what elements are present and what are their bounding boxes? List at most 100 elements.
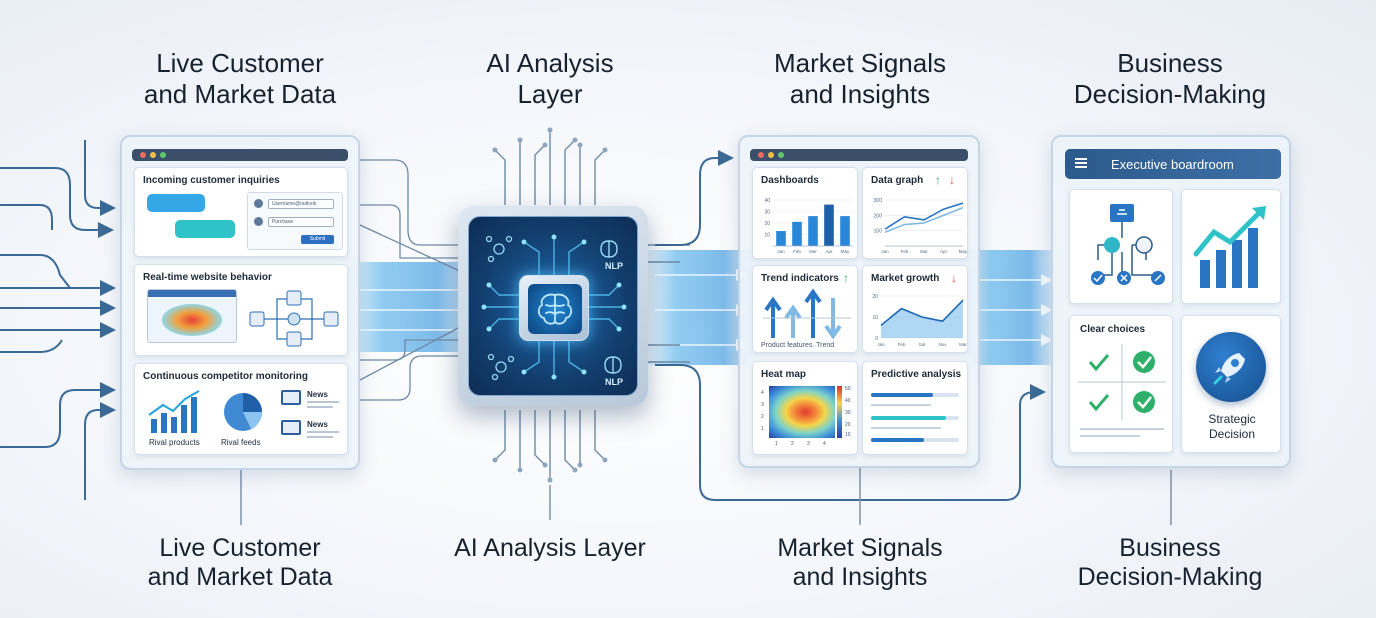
x-tick-label: May xyxy=(959,249,967,254)
column-title-decision: Business Decision-Making xyxy=(1073,48,1267,109)
website-card: Real-time website behavior xyxy=(134,264,348,356)
column-title-signals: Market Signals and Insights xyxy=(774,48,946,109)
area-line xyxy=(880,299,964,327)
heat-x-0: 1 xyxy=(775,441,778,447)
trend-arrows xyxy=(763,288,851,340)
inquiries-title: Incoming customer inquiries xyxy=(143,175,280,186)
heat-y-0: 4 xyxy=(761,390,764,396)
trend-caption: Product features. Trend xyxy=(761,342,835,349)
y-tick-label: 30 xyxy=(764,210,770,216)
news-icon xyxy=(281,390,301,405)
heatmap-plot xyxy=(769,386,835,438)
column-footer-decision: Business Decision-Making xyxy=(1077,534,1263,591)
series-line-2 xyxy=(884,206,964,233)
column-footer-ai: AI Analysis Layer xyxy=(454,534,646,562)
org-chart-card xyxy=(1069,189,1173,304)
progress-bar xyxy=(871,393,959,397)
growth-trend-card xyxy=(1181,189,1281,304)
nlp-label-top: NLP xyxy=(605,261,623,271)
bar-apr xyxy=(824,204,834,246)
submit-button[interactable]: Submit xyxy=(301,235,334,244)
rival-products-label: Rival products xyxy=(149,438,200,447)
choices-card: Clear choices xyxy=(1069,315,1173,453)
y-tick-label: 0 xyxy=(875,336,878,342)
purchase-field[interactable]: Purchase xyxy=(268,217,334,227)
column-title-ai: AI Analysis Layer xyxy=(486,48,614,109)
choices-title: Clear choices xyxy=(1080,324,1146,335)
rocket-icon xyxy=(1196,332,1266,402)
series-line-1 xyxy=(884,202,964,230)
heat-x-1: 2 xyxy=(791,441,794,447)
user-icon xyxy=(254,199,263,208)
x-tick-label: Apr xyxy=(825,249,833,254)
rival-products-chart xyxy=(148,390,200,433)
heat-x-3: 4 xyxy=(823,441,826,447)
predictive-title: Predictive analysis xyxy=(871,369,962,380)
rival-feeds-pie xyxy=(224,393,262,431)
menu-icon[interactable] xyxy=(1075,158,1087,168)
window-bar xyxy=(750,149,968,161)
progress-bar xyxy=(871,416,959,420)
nlp-label-bottom: NLP xyxy=(605,377,623,387)
heatmap-title: Heat map xyxy=(761,369,807,380)
trend-card: Trend indicators ↑ Product features. Tre… xyxy=(752,265,858,353)
network-graph xyxy=(249,290,339,347)
chat-bubble-teal xyxy=(175,220,235,238)
data-graph-title: Data graph xyxy=(871,175,924,186)
network-node-icon xyxy=(487,353,515,381)
x-tick-label: Feb xyxy=(898,342,906,347)
growth-bars-icon xyxy=(1193,206,1266,288)
area-fill xyxy=(881,300,963,338)
chip-core: NLP NLP xyxy=(468,216,638,396)
arrow-down-icon: ↓ xyxy=(949,173,955,187)
arrow-down-icon: ↓ xyxy=(951,271,957,285)
x-tick-label: Feb xyxy=(901,249,909,254)
username-field[interactable]: Username@outlook xyxy=(268,199,334,209)
heatmap-screen xyxy=(147,289,237,343)
column-footer-signals: Market Signals and Insights xyxy=(777,534,943,591)
window-bar xyxy=(132,149,348,161)
y-tick-label: 20 xyxy=(872,294,878,300)
predictive-card: Predictive analysis xyxy=(862,361,968,455)
growth-title: Market growth xyxy=(871,273,940,284)
x-tick-label: Feb xyxy=(793,249,801,254)
chip-die xyxy=(519,275,589,341)
heatmap-card: Heat map 4 3 2 1 1 2 3 4 50 40 30 20 10 xyxy=(752,361,858,455)
bar-jan xyxy=(776,231,786,246)
x-tick-label: Nov xyxy=(938,342,947,347)
news-label-2: News xyxy=(307,420,328,429)
heat-scale-4: 10 xyxy=(845,432,851,438)
x-tick-label: Mar xyxy=(959,342,967,347)
x-tick-label: Jan xyxy=(877,342,885,347)
rival-feeds-label: Rival feeds xyxy=(221,438,261,447)
choices-matrix xyxy=(1078,344,1166,420)
x-tick-label: Jan xyxy=(881,249,889,254)
bar-may xyxy=(840,216,850,246)
inquiries-card: Incoming customer inquiries Username@out… xyxy=(134,167,348,257)
website-title: Real-time website behavior xyxy=(143,272,272,283)
heat-x-2: 3 xyxy=(807,441,810,447)
progress-bar xyxy=(871,438,959,442)
x-tick-label: Jan xyxy=(777,249,785,254)
heat-y-2: 2 xyxy=(761,414,764,420)
x-tick-label: Mar xyxy=(920,249,928,254)
heat-y-1: 3 xyxy=(761,402,764,408)
x-tick-label: May xyxy=(841,249,850,254)
y-tick-label: 10 xyxy=(872,315,878,321)
heat-scale-1: 40 xyxy=(845,398,851,404)
y-tick-label: 10 xyxy=(764,233,770,239)
bar-mar xyxy=(808,216,818,246)
data-panel: Incoming customer inquiries Username@out… xyxy=(120,135,360,470)
y-tick-label: 300 xyxy=(874,198,883,204)
y-tick-label: 100 xyxy=(874,229,883,235)
beam-in xyxy=(340,262,480,352)
news-label-1: News xyxy=(307,390,328,399)
heat-scale-2: 30 xyxy=(845,410,851,416)
